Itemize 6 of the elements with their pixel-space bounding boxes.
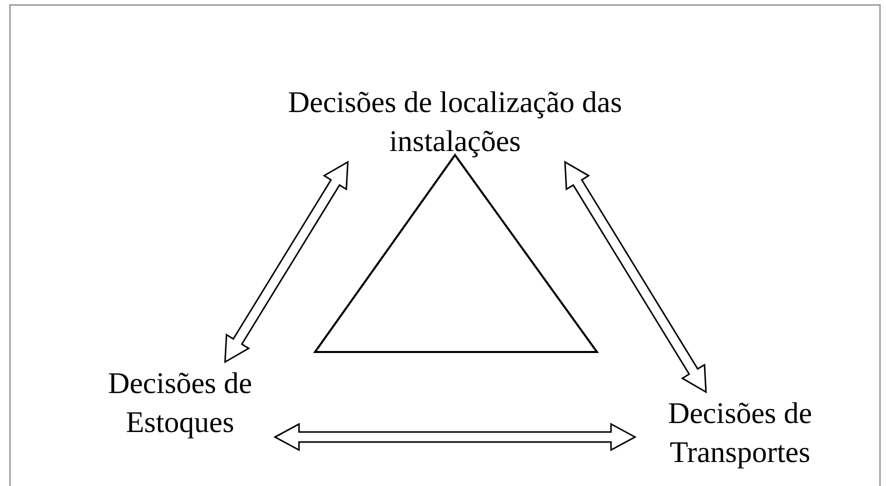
node-label: Decisões de Estoques [106,366,254,441]
node-label: Decisões de Transportes [666,396,814,471]
double-arrow [564,160,707,394]
double-arrow [224,160,349,364]
node-label: Decisões de localização das instalações [287,85,623,160]
double-arrow [273,422,637,452]
